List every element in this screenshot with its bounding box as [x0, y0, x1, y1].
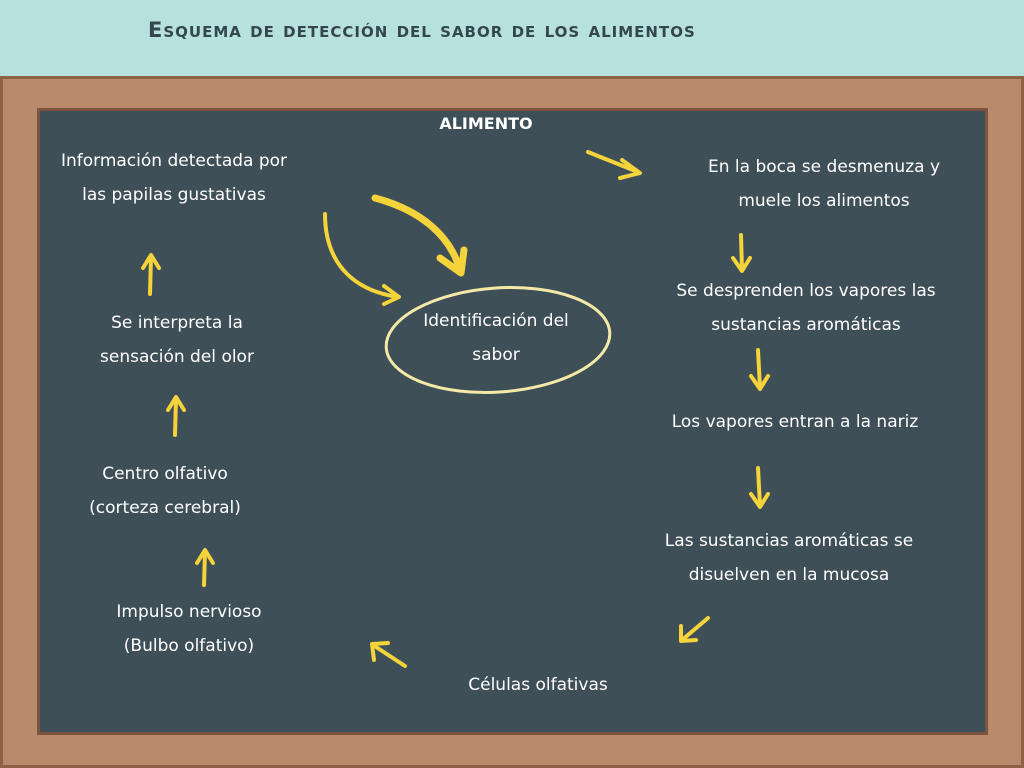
node-text: muele los alimentos — [738, 191, 910, 211]
arrow-impulso-centro — [195, 548, 215, 587]
node-boca: En la boca se desmenuza y muele los alime… — [708, 150, 940, 218]
node-text: Centro olfativo — [102, 464, 228, 484]
node-text: sabor — [472, 345, 520, 365]
node-text: las papilas gustativas — [82, 185, 266, 205]
node-text: Identificación del — [423, 311, 569, 331]
node-text: disuelven en la mucosa — [688, 565, 890, 585]
node-text: (Bulbo olfativo) — [123, 636, 255, 656]
node-celulas: Células olfativas — [468, 675, 608, 695]
node-mucosa: Las sustancias aromáticas se disuelven en… — [665, 524, 913, 592]
node-impulso: Impulso nervioso (Bulbo olfativo) — [116, 595, 261, 663]
arrow-centro-interpreta — [166, 395, 186, 437]
arrow-interpreta-papilas — [141, 253, 161, 296]
node-text: sensación del olor — [100, 347, 254, 367]
node-text: Se desprenden los vapores las — [676, 281, 936, 301]
node-papilas: Información detectada por las papilas gus… — [61, 144, 287, 212]
arrow-alimento-boca — [586, 150, 642, 180]
node-text: En la boca se desmenuza y — [707, 157, 941, 177]
node-centro: Centro olfativo (corteza cerebral) — [89, 457, 241, 525]
arrow-boca-vapores — [731, 233, 752, 273]
arrow-papilas-identificacion — [323, 212, 401, 306]
arrow-nariz-mucosa — [749, 466, 770, 509]
node-text: (corteza cerebral) — [89, 498, 241, 518]
node-text: Se interpreta la — [111, 313, 243, 333]
node-text: sustancias aromáticas — [711, 315, 901, 335]
node-alimento: ALIMENTO — [439, 114, 533, 133]
arrow-alimento-identificacion — [371, 194, 468, 277]
node-vapores: Se desprenden los vapores las sustancias … — [676, 274, 935, 342]
arrow-mucosa-celulas — [679, 616, 710, 643]
arrow-vapores-nariz — [749, 348, 770, 391]
node-text: Información detectada por — [60, 151, 288, 171]
node-identificacion: Identificación del sabor — [423, 304, 569, 372]
node-text: Las sustancias aromáticas se — [664, 531, 914, 551]
arrow-celulas-impulso — [370, 641, 407, 668]
node-interpreta: Se interpreta la sensación del olor — [100, 306, 254, 374]
identificacion-circle — [384, 286, 612, 394]
node-text: Impulso nervioso — [116, 602, 262, 622]
chalkboard — [37, 108, 988, 735]
node-nariz: Los vapores entran a la nariz — [671, 412, 919, 432]
page-title: Esquema de detección del sabor de los al… — [148, 18, 696, 42]
